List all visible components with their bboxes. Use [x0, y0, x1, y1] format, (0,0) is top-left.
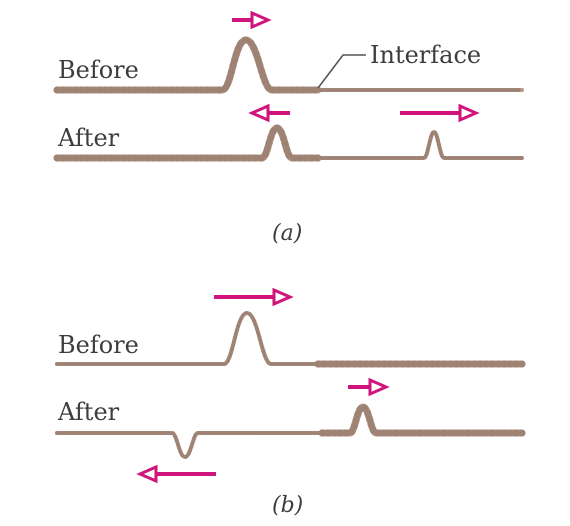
interface-label: Interface [370, 41, 481, 69]
after-string-heavy-b [318, 403, 526, 437]
before-label-b: Before [58, 331, 139, 359]
after-string-light-a [316, 129, 524, 160]
before-string-heavy-a [53, 36, 322, 94]
before-arrow-right-b [214, 287, 294, 307]
after-label-a: After [57, 124, 120, 152]
after-string-light-b [55, 431, 324, 460]
before-label-a: Before [58, 56, 139, 84]
after-label-b: After [57, 398, 120, 426]
after-string-heavy-a [53, 124, 322, 162]
transmitted-arrow-right-a [400, 103, 480, 123]
reflected-arrow-left-a [248, 103, 290, 123]
caption-a: (a) [272, 221, 302, 246]
interface-leader-line [317, 54, 366, 89]
reflected-arrow-left-b [136, 464, 216, 484]
before-string-light-b [55, 310, 320, 366]
caption-b: (b) [272, 493, 303, 518]
panel-b: Before After [55, 287, 526, 518]
transmitted-arrow-right-b [348, 377, 390, 397]
before-arrow-right-a [232, 10, 272, 30]
panel-a: Before Interface After [53, 10, 524, 246]
